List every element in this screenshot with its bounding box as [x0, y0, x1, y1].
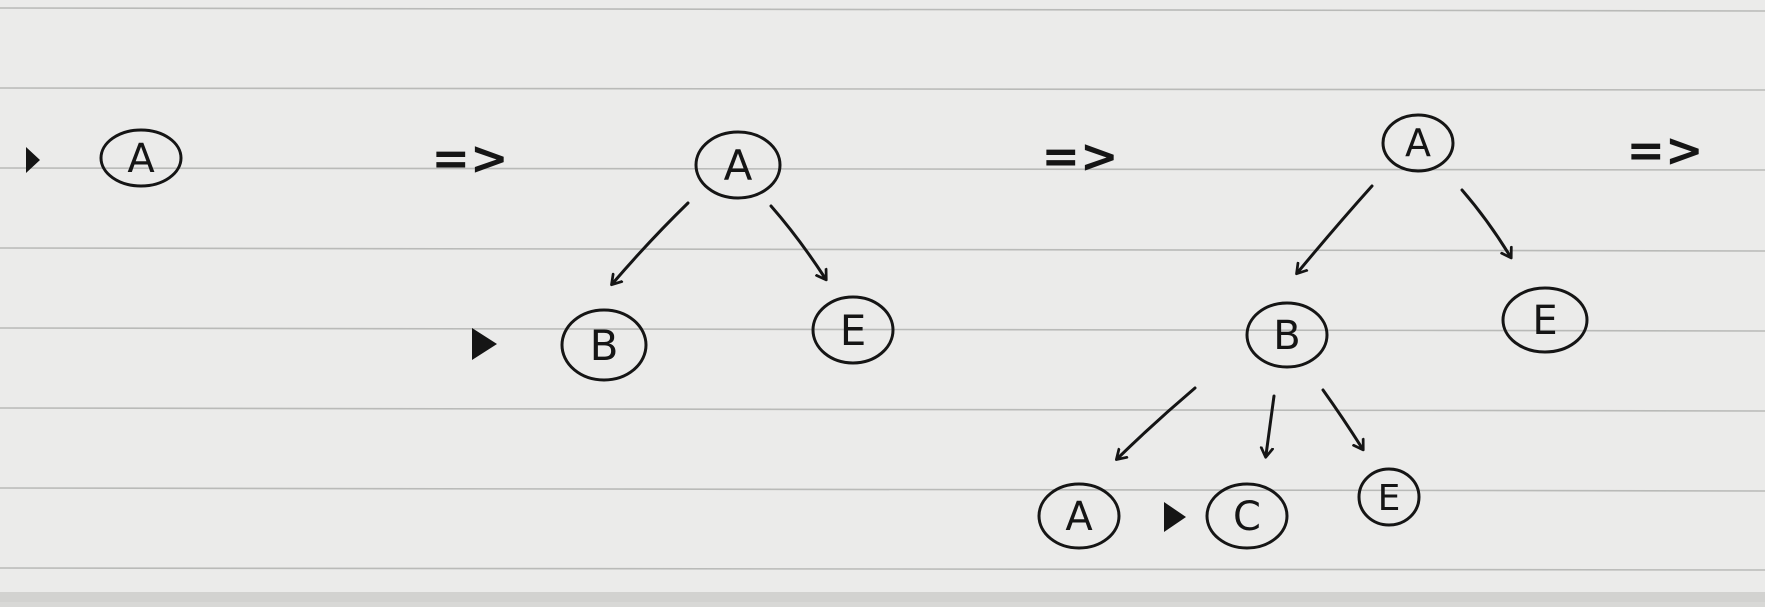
tree-node: B — [1245, 301, 1329, 369]
transition-arrow-3: => — [1626, 123, 1703, 177]
node-label: A — [1065, 494, 1093, 540]
tree-node: A — [694, 130, 782, 200]
edge-arrow — [769, 204, 825, 278]
tree-node: E — [1501, 286, 1589, 354]
ruled-line — [0, 167, 1765, 171]
tree-node: E — [1357, 467, 1421, 527]
tree-node: E — [811, 295, 895, 365]
tree-node: A — [1381, 113, 1455, 173]
ruled-line — [0, 7, 1765, 12]
node-circle — [1245, 301, 1329, 369]
node-label: B — [1273, 313, 1300, 359]
node-label: B — [590, 321, 619, 370]
current-node-marker — [26, 147, 40, 173]
transition-arrow-2: => — [1041, 129, 1118, 183]
ruled-line — [0, 407, 1765, 412]
node-label: A — [127, 136, 155, 182]
transition-arrows: => => => — [431, 123, 1703, 185]
node-label: A — [724, 141, 753, 190]
node-circle — [694, 130, 782, 200]
paper-edge — [0, 592, 1765, 602]
node-circle — [1205, 482, 1289, 550]
tree-node: B — [560, 308, 648, 382]
current-node-markers — [26, 147, 1186, 532]
node-label: E — [1378, 478, 1401, 519]
edge-arrow — [1266, 394, 1276, 455]
node-circle — [1501, 286, 1589, 354]
ruled-line — [0, 487, 1765, 492]
node-label: E — [840, 306, 867, 355]
ruled-line — [0, 567, 1765, 571]
paper-background — [0, 0, 1765, 592]
edge-arrow — [1298, 184, 1374, 272]
node-circle — [1357, 467, 1421, 527]
tree-node: A — [99, 128, 183, 188]
node-label: C — [1233, 494, 1261, 540]
node-circle — [99, 128, 183, 188]
ruled-lines — [0, 7, 1765, 571]
node-label: E — [1532, 298, 1557, 344]
tree-node: A — [1037, 482, 1121, 550]
ruled-line — [0, 327, 1765, 332]
edges — [613, 184, 1510, 458]
node-circle — [1381, 113, 1455, 173]
node-circle — [1037, 482, 1121, 550]
current-node-marker — [472, 328, 497, 360]
edge-arrow — [1118, 386, 1197, 458]
node-circle — [560, 308, 648, 382]
edge-arrow — [613, 201, 690, 283]
current-node-marker — [1164, 502, 1186, 532]
node-label: A — [1405, 121, 1431, 165]
edge-arrow — [1460, 188, 1510, 256]
tree-node: C — [1205, 482, 1289, 550]
ruled-line — [0, 87, 1765, 91]
edge-arrow — [1321, 388, 1362, 448]
transition-arrow-1: => — [431, 131, 508, 185]
node-circle — [811, 295, 895, 365]
ruled-line — [0, 247, 1765, 252]
